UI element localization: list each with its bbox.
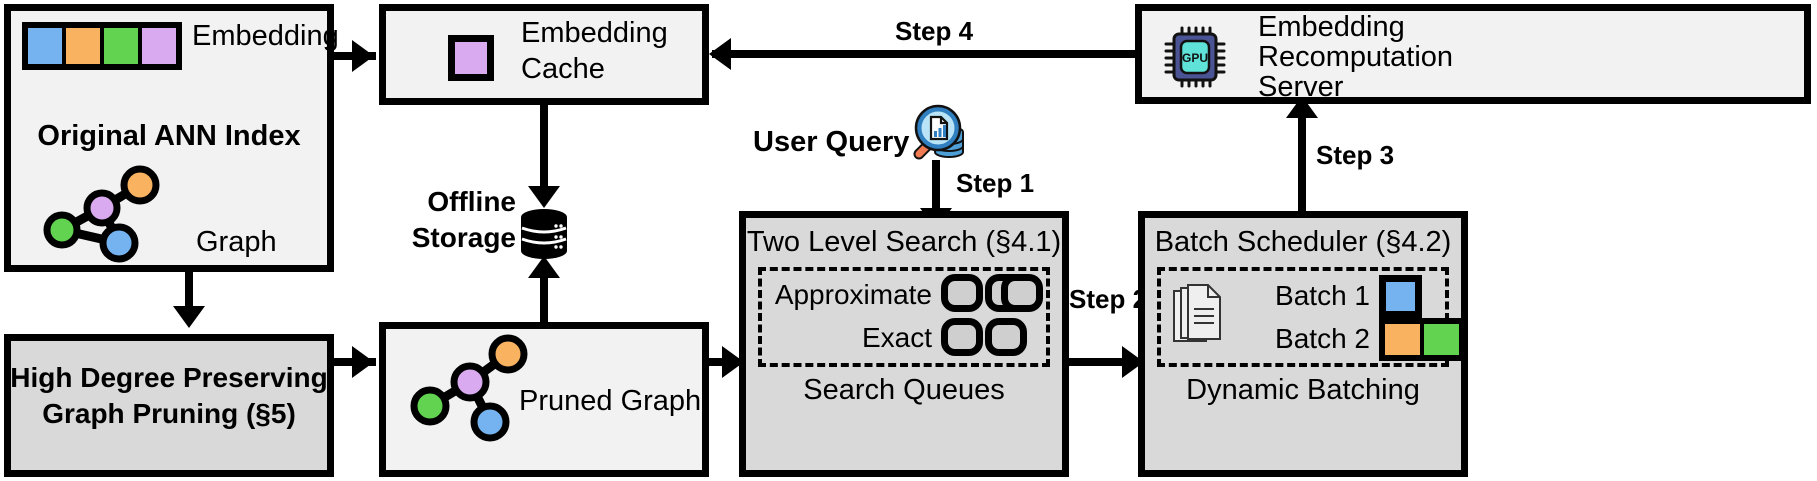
arrowhead-step4 <box>709 38 731 70</box>
node-recomputation-server <box>1135 4 1811 104</box>
graph-pruning-line2: Graph Pruning (§5) <box>42 398 296 429</box>
node-graph-pruning <box>4 334 334 477</box>
step3-label: Step 3 <box>1316 140 1395 170</box>
magnifier-document-database-icon <box>905 104 969 168</box>
recomputation-server-line2: Recomputation <box>1258 41 1454 73</box>
search-queues-footer: Search Queues <box>803 374 1005 406</box>
dynamic-batching-footer: Dynamic Batching <box>1186 374 1420 406</box>
arrowhead-index-to-cache <box>352 40 374 72</box>
documents-stack-icon <box>1170 283 1226 349</box>
exact-queue-slot-2[interactable] <box>985 318 1027 356</box>
user-query-label: User Query <box>753 126 910 158</box>
offline-storage-line2: Storage <box>411 222 516 253</box>
batch-1-swatch-blue <box>1379 275 1422 318</box>
approximate-queue-slot-1[interactable] <box>941 274 983 312</box>
gpu-chip-text: GPU <box>1182 51 1208 65</box>
embedding-swatch-orange <box>66 28 104 64</box>
arrowhead-pruning-to-pruned-graph <box>352 346 374 378</box>
node-embedding-cache <box>379 4 709 105</box>
pruned-graph-illustration <box>404 334 544 446</box>
dynamic-batching-region <box>1157 267 1449 367</box>
batch-2-swatch-strip <box>1379 318 1465 361</box>
embedding-cache-line2: Cache <box>521 53 605 85</box>
connector-step3 <box>1298 115 1306 211</box>
exact-queue-slot-1[interactable] <box>941 318 983 356</box>
connector-step4 <box>712 50 1137 58</box>
pruned-graph-label: Pruned Graph <box>519 385 702 417</box>
batch-2-swatch-green <box>1424 324 1459 355</box>
approximate-row-label: Approximate <box>774 279 932 310</box>
embedding-cache-line1: Embedding <box>521 17 668 49</box>
database-cylinder-icon <box>518 208 570 260</box>
embedding-swatch-purple <box>142 28 176 64</box>
recomputation-server-line3: Server <box>1258 71 1344 103</box>
embedding-swatch-green <box>104 28 142 64</box>
arrowhead-index-to-pruning <box>173 306 205 328</box>
embedding-swatch-strip <box>22 22 182 70</box>
exact-row-label: Exact <box>861 322 932 353</box>
connector-cache-to-storage <box>540 105 548 189</box>
embedding-swatch-blue <box>28 28 66 64</box>
search-queues-region <box>758 267 1050 367</box>
step4-label: Step 4 <box>895 16 974 46</box>
batch-2-label: Batch 2 <box>1275 323 1370 354</box>
batch-scheduler-title: Batch Scheduler (§4.2) <box>1154 226 1452 258</box>
connector-pruned-graph-to-storage <box>540 276 548 334</box>
original-graph-illustration <box>36 165 176 268</box>
arrowhead-cache-to-storage <box>528 186 560 208</box>
graph-pruning-line1: High Degree Preserving <box>10 362 328 393</box>
batch-1-label: Batch 1 <box>1275 280 1370 311</box>
arrowhead-pruned-graph-to-search <box>722 346 744 378</box>
approximate-queue-slot-3[interactable] <box>1001 274 1043 312</box>
two-level-search-title: Two Level Search (§4.1) <box>746 226 1062 258</box>
step1-label: Step 1 <box>956 168 1035 198</box>
gpu-chip-icon: GPU <box>1164 26 1226 88</box>
step2-label: Step 2 <box>1069 284 1148 314</box>
connector-step2 <box>1069 358 1141 366</box>
graph-label: Graph <box>196 226 277 258</box>
connector-index-to-pruning <box>185 272 193 310</box>
embedding-cache-swatch <box>448 35 494 81</box>
arrowhead-pruned-graph-to-storage <box>528 256 560 278</box>
embedding-label: Embedding <box>192 20 339 52</box>
batch-2-swatch-orange <box>1385 324 1424 355</box>
connector-step1 <box>932 160 940 212</box>
recomputation-server-line1: Embedding <box>1258 11 1405 43</box>
offline-storage-line1: Offline <box>427 186 516 217</box>
original-ann-index-title: Original ANN Index <box>37 120 301 152</box>
